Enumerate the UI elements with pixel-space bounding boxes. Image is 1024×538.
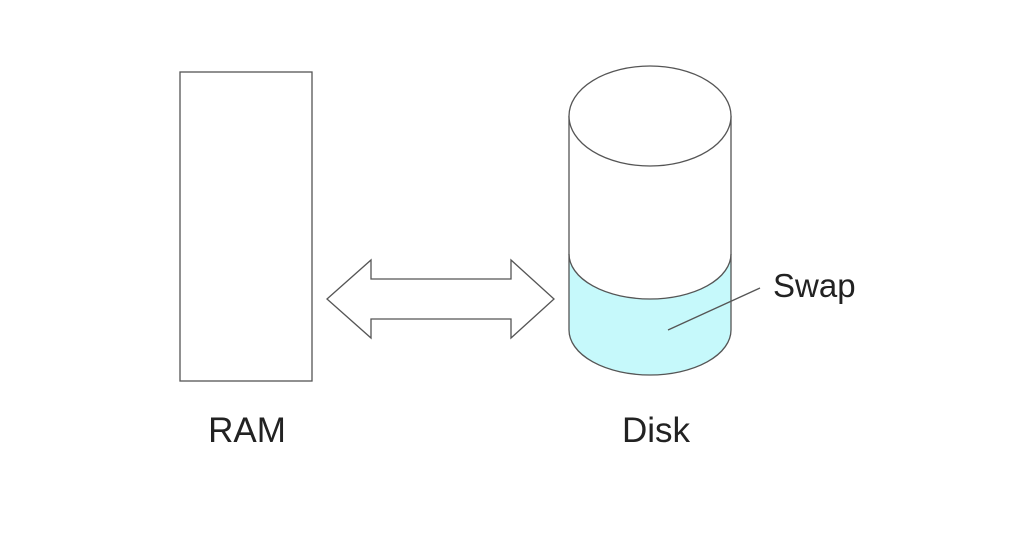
ram-block [179, 71, 313, 382]
swap-region [569, 254, 731, 375]
swap-boundary [568, 253, 732, 300]
transfer-arrow [326, 258, 555, 340]
ram-label: RAM [208, 411, 286, 450]
disk-top [568, 65, 732, 167]
ram-rectangle [179, 71, 313, 382]
double-arrow-icon [326, 258, 555, 340]
swap-callout-line [667, 287, 761, 331]
disk-bottom [568, 329, 732, 376]
swap-label: Swap [773, 267, 856, 304]
cylinder-icon [568, 65, 732, 376]
disk-label: Disk [622, 411, 691, 450]
